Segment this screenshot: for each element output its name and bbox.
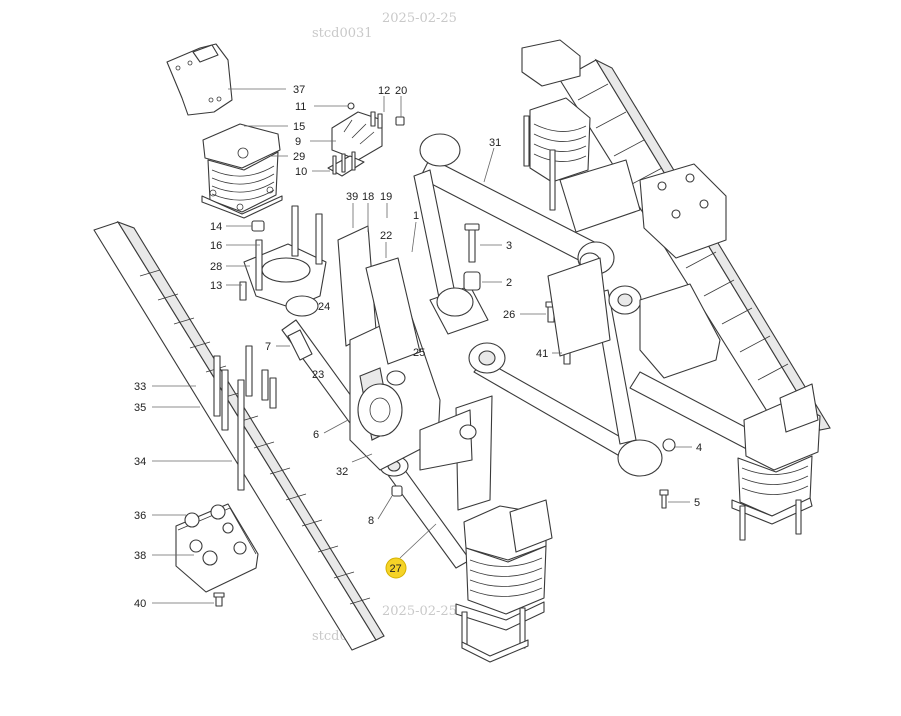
callout-1[interactable]: 1 [413,210,419,222]
callout-3[interactable]: 3 [506,240,512,252]
part-37-bracket[interactable] [166,43,233,116]
watermark-text: 2025-02-25 [382,604,457,619]
callout-31[interactable]: 31 [489,137,501,149]
callout-39[interactable]: 39 [346,191,358,203]
watermark-text: stcd0031 [312,26,373,41]
part-6-housing[interactable] [337,225,493,511]
part-14-nut[interactable] [251,220,265,232]
callout-33[interactable]: 33 [134,381,146,393]
part-34-frame-rail[interactable] [93,220,385,651]
callout-25[interactable]: 25 [413,347,425,359]
callout-37[interactable]: 37 [293,84,305,96]
callout-20[interactable]: 20 [395,85,407,97]
callout-6[interactable]: 6 [313,429,319,441]
callout-4[interactable]: 4 [696,442,702,454]
highlight-marker [385,557,407,579]
part-29-air-spring[interactable] [201,123,283,219]
callout-15[interactable]: 15 [293,121,305,133]
callout-2[interactable]: 2 [506,277,512,289]
part-lower-air-spring[interactable] [455,499,553,663]
callout-12[interactable]: 12 [378,85,390,97]
callout-13[interactable]: 13 [210,280,222,292]
callout-14[interactable]: 14 [210,221,222,233]
part-36-clamp-block[interactable] [175,503,259,593]
part-10-plate[interactable] [327,151,365,177]
part-right-lower-air-spring[interactable] [731,383,821,541]
watermark-text: 2025-02-25 [382,11,457,26]
part-2-bushing[interactable] [463,271,481,291]
callout-22[interactable]: 22 [380,230,392,242]
callout-41[interactable]: 41 [536,348,548,360]
leader-lines [152,88,692,604]
part-9-bracket[interactable] [331,102,405,161]
part-right-upper-air-spring[interactable] [521,39,641,233]
callouts: 37 11 12 20 15 9 29 10 31 39 18 19 1 22 … [134,84,702,610]
callout-40[interactable]: 40 [134,598,146,610]
part-33-u-bolts[interactable] [213,345,277,491]
callout-38[interactable]: 38 [134,550,146,562]
part-4-nut[interactable] [662,438,676,452]
callout-28[interactable]: 28 [210,261,222,273]
callout-19[interactable]: 19 [380,191,392,203]
callout-34[interactable]: 34 [134,456,146,468]
part-5-bolt[interactable] [659,489,669,509]
callout-11[interactable]: 11 [295,101,306,113]
callout-5[interactable]: 5 [694,497,700,509]
callout-23[interactable]: 23 [312,369,324,381]
callout-26[interactable]: 26 [503,309,515,321]
callout-9[interactable]: 9 [295,136,301,148]
callout-16[interactable]: 16 [210,240,222,252]
part-28-spring-mount[interactable] [239,205,327,317]
callout-8[interactable]: 8 [368,515,374,527]
callout-24[interactable]: 24 [318,301,330,313]
callout-32[interactable]: 32 [336,466,348,478]
part-8-nut[interactable] [391,485,403,497]
callout-29[interactable]: 29 [293,151,305,163]
part-7-pin[interactable] [287,329,313,361]
part-right-mid-spring[interactable] [547,163,727,379]
callout-7[interactable]: 7 [265,341,271,353]
callout-36[interactable]: 36 [134,510,146,522]
part-3-bolt[interactable] [464,223,480,263]
callout-27-highlighted[interactable]: 27 [385,557,407,579]
part-40-bolt[interactable] [213,592,225,607]
callout-10[interactable]: 10 [295,166,307,178]
callout-27[interactable]: 27 [390,563,402,575]
callout-35[interactable]: 35 [134,402,146,414]
callout-18[interactable]: 18 [362,191,374,203]
